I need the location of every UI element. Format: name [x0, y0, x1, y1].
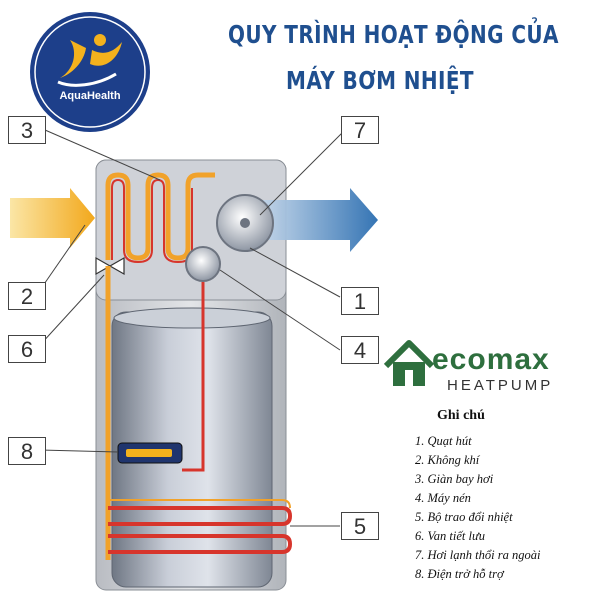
callout-6: 6 [8, 335, 46, 363]
expansion-valve-icon [95, 256, 125, 276]
hot-refrigerant-pipe [105, 266, 205, 560]
brand-tagline: HEATPUMP [447, 377, 554, 394]
ecomax-logo-icon [383, 340, 435, 386]
legend-item: 1. Quạt hút [415, 434, 472, 448]
legend-item: 5. Bộ trao đổi nhiệt [415, 510, 513, 524]
aquahealth-logo [30, 12, 150, 132]
legend-item: 6. Van tiết lưu [415, 529, 486, 543]
callout-leader-lines [39, 129, 346, 527]
heat-exchanger-coil [108, 499, 293, 554]
legend-item: 2. Không khí [415, 453, 480, 467]
page-title-line-2: MÁY BƠM NHIỆT [286, 66, 474, 95]
callout-4: 4 [341, 336, 379, 364]
callout-1: 1 [341, 287, 379, 315]
compressor-icon [185, 246, 221, 282]
page-title-line-1: QUY TRÌNH HOẠT ĐỘNG CỦA [228, 20, 559, 49]
air-in-arrow [10, 188, 95, 248]
legend-item: 4. Máy nén [415, 491, 471, 505]
backup-heater-icon [117, 442, 183, 464]
brand-name: ecomax [432, 343, 550, 376]
legend-item: 3. Giàn bay hơi [415, 472, 494, 486]
fan-icon [216, 194, 274, 252]
legend-list: 1. Quạt hút 2. Không khí 3. Giàn bay hơi… [415, 432, 540, 584]
legend-item: 8. Điện trở hỗ trợ [415, 567, 504, 581]
legend-item: 7. Hơi lạnh thổi ra ngoài [415, 548, 541, 562]
legend-title: Ghi chú [437, 408, 485, 423]
callout-3: 3 [8, 116, 46, 144]
callout-8: 8 [8, 437, 46, 465]
cold-air-out-arrow [240, 188, 378, 252]
logo-text: AquaHealth [59, 90, 121, 102]
callout-5: 5 [341, 512, 379, 540]
callout-2: 2 [8, 282, 46, 310]
water-tank [111, 307, 273, 588]
callout-7: 7 [341, 116, 379, 144]
evaporator-coil [105, 172, 215, 264]
